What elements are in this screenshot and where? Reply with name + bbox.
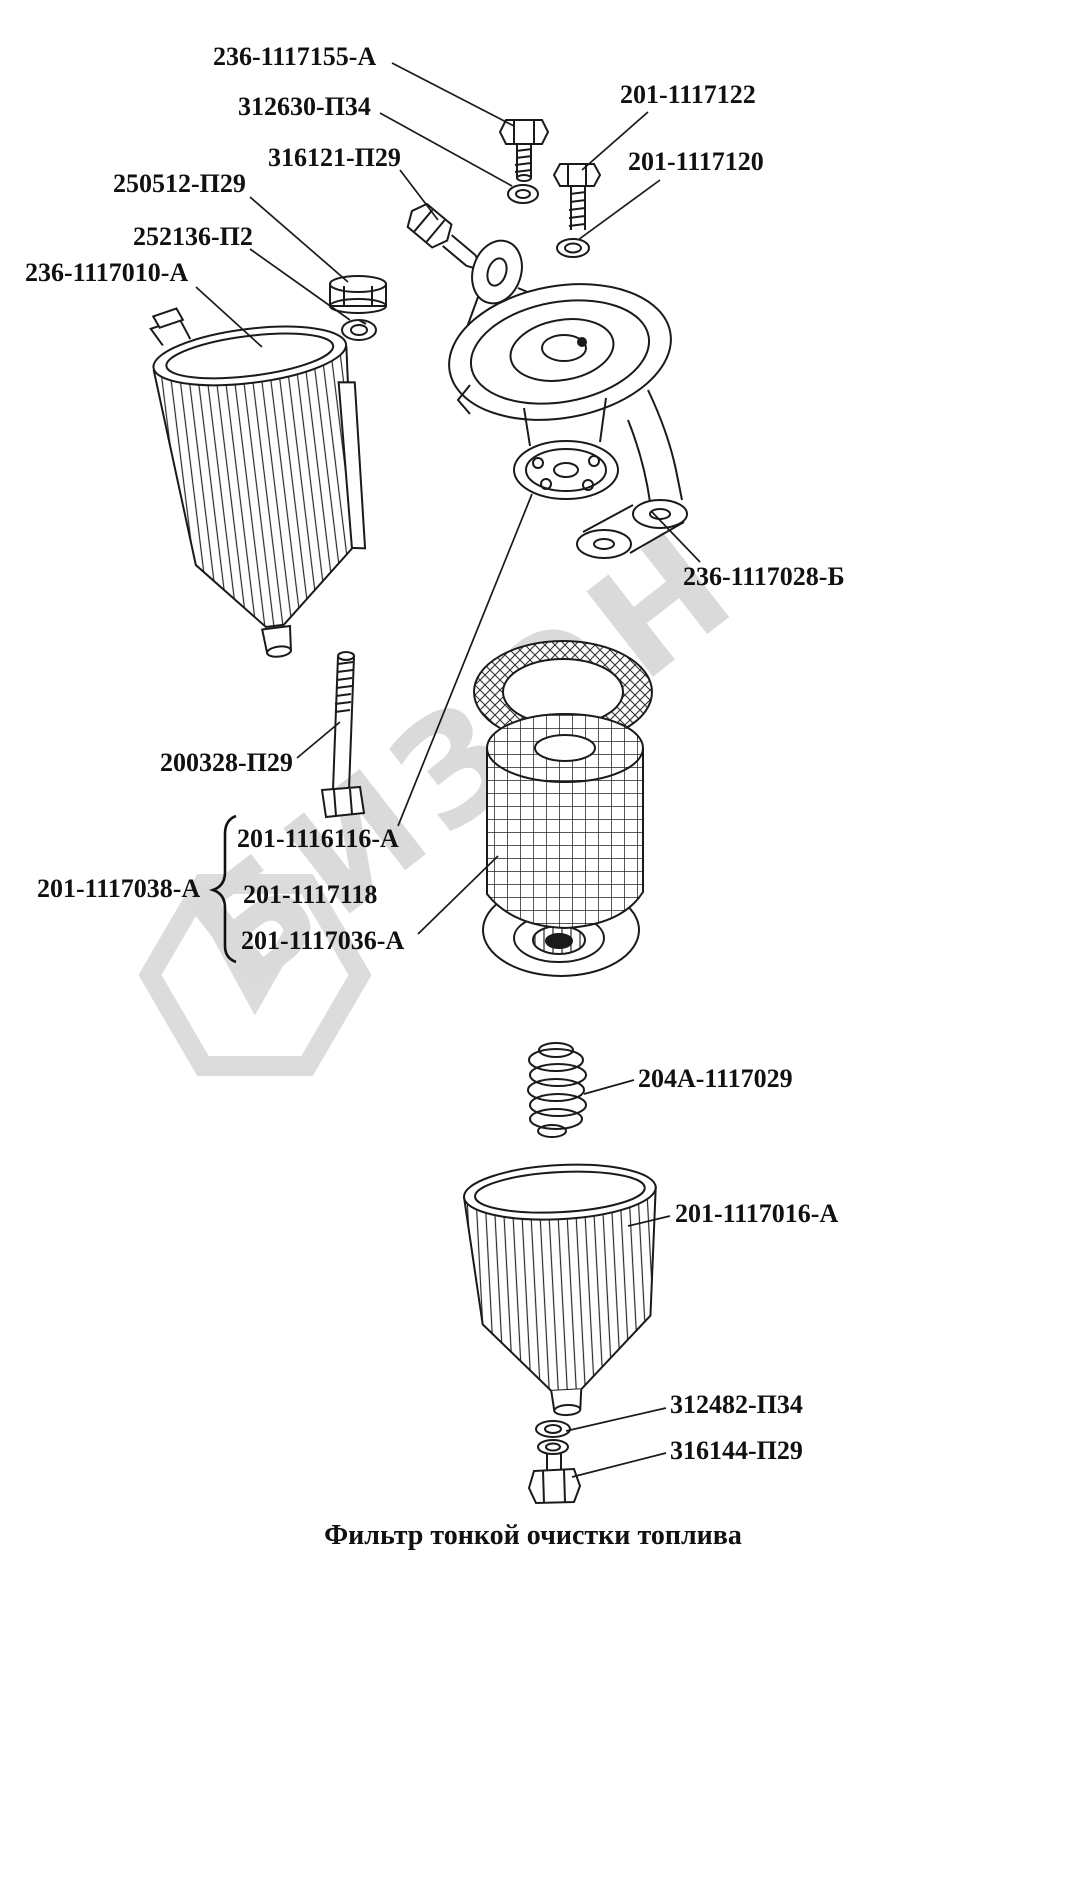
part-filter-bowl-left bbox=[149, 307, 367, 658]
label-201-1117036-a: 201-1117036-А bbox=[241, 926, 405, 955]
label-312630-p34: 312630-П34 bbox=[238, 92, 371, 121]
part-filter-head bbox=[448, 239, 688, 559]
part-bolt-201-1117122 bbox=[552, 163, 602, 230]
label-201-1117016-a: 201-1117016-А bbox=[675, 1199, 839, 1228]
label-312482-p34: 312482-П34 bbox=[670, 1390, 803, 1419]
part-nut-250512 bbox=[329, 275, 387, 314]
part-element-gasket bbox=[473, 640, 653, 744]
label-316121-p29: 316121-П29 bbox=[268, 143, 401, 172]
label-250512-p29: 250512-П29 bbox=[113, 169, 246, 198]
label-236-1117155-a: 236-1117155-А bbox=[213, 42, 377, 71]
label-201-1117120: 201-1117120 bbox=[628, 147, 764, 176]
label-201-1117038-a: 201-1117038-А bbox=[37, 874, 201, 903]
label-204a-1117029: 204А-1117029 bbox=[638, 1064, 793, 1093]
part-center-bolt bbox=[320, 651, 366, 819]
figure-caption: Фильтр тонкой очистки топлива bbox=[324, 1520, 742, 1551]
label-201-1117122: 201-1117122 bbox=[620, 80, 756, 109]
part-spring bbox=[527, 1042, 587, 1138]
label-252136-p2: 252136-П2 bbox=[133, 222, 253, 251]
part-washer-312630 bbox=[507, 184, 539, 204]
part-bottom-fasteners bbox=[527, 1420, 582, 1505]
label-316144-p29: 316144-П29 bbox=[670, 1436, 803, 1465]
label-236-1117028-b: 236-1117028-Б bbox=[683, 562, 845, 591]
label-236-1117010-a: 236-1117010-А bbox=[25, 258, 189, 287]
part-filter-element bbox=[482, 713, 644, 977]
label-200328-p29: 200328-П29 bbox=[160, 748, 293, 777]
label-201-1117118: 201-1117118 bbox=[243, 880, 378, 909]
part-washer-252136 bbox=[341, 319, 377, 341]
label-group-brace bbox=[208, 814, 237, 964]
part-filter-bowl-bottom bbox=[462, 1163, 657, 1417]
part-washer-201-1117120 bbox=[556, 238, 590, 258]
part-bolt-236-1117155 bbox=[498, 119, 550, 182]
leader-lines bbox=[195, 62, 701, 1478]
label-201-1116116-a: 201-1116116-А bbox=[237, 824, 399, 853]
